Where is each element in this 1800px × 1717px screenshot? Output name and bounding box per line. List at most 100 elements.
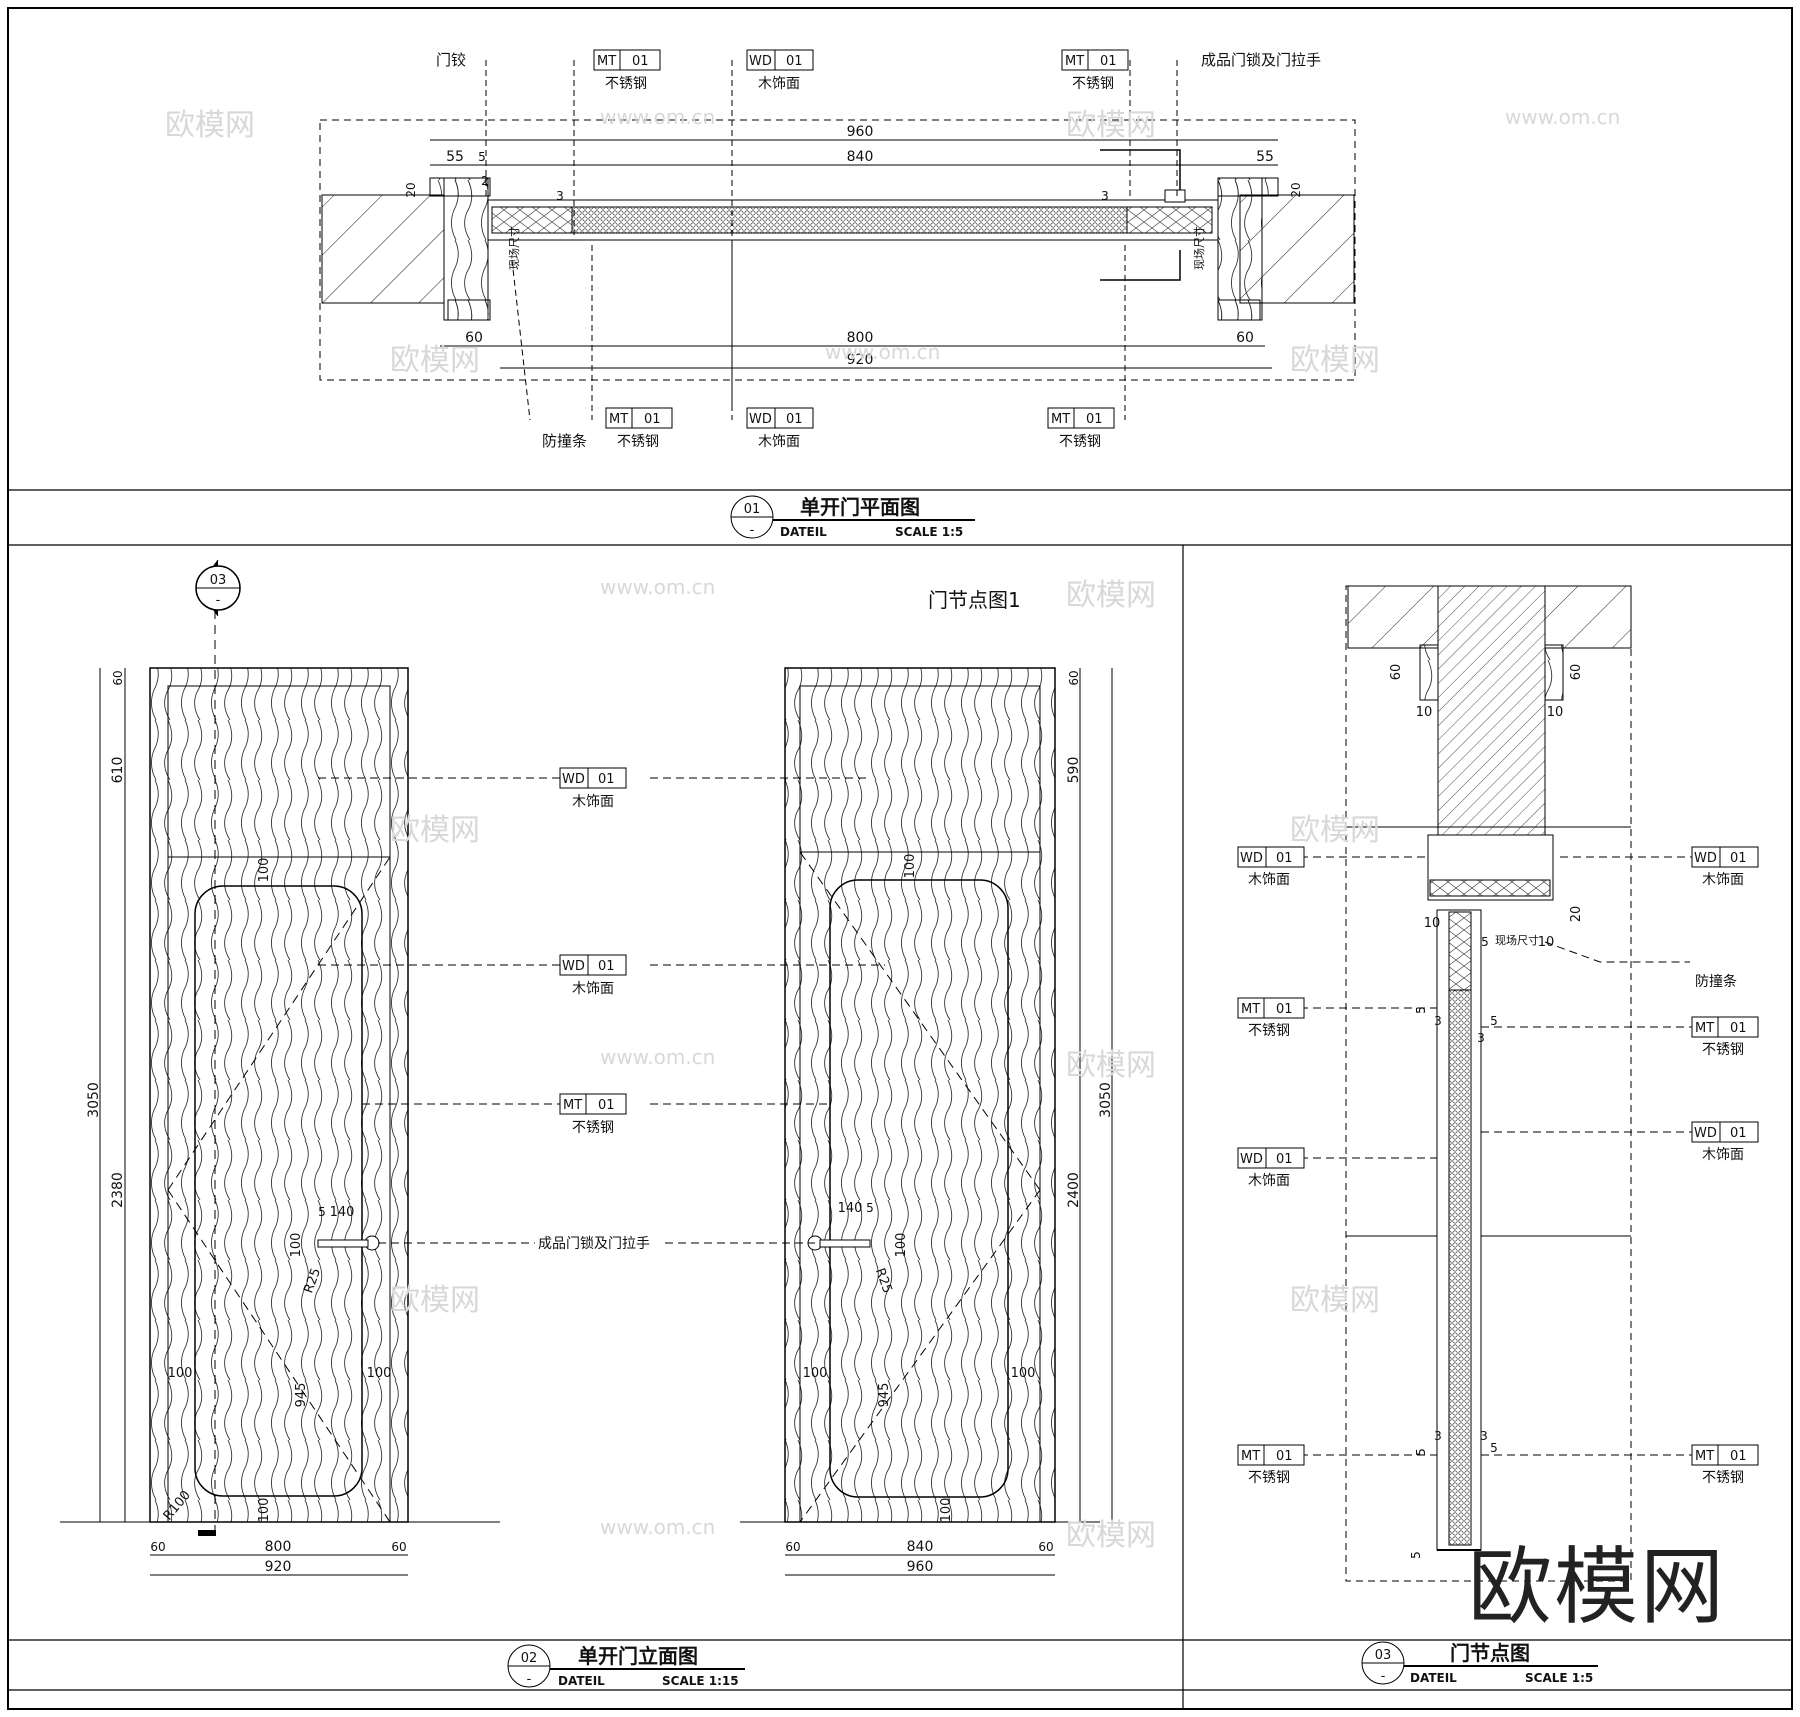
- ceiling-slab-right: [1544, 585, 1632, 649]
- bumper-label: 防撞条: [542, 432, 587, 450]
- door-stile-right: [1126, 206, 1213, 234]
- trim-right: [1544, 644, 1564, 701]
- node-boundary: [1345, 585, 1632, 1582]
- dim-text: 3: [1477, 1031, 1485, 1045]
- section-heading: 门节点图1: [928, 588, 1021, 612]
- svg-text:单开门平面图: 单开门平面图: [800, 495, 920, 519]
- dim-text: 3050: [1098, 1082, 1114, 1118]
- brand-logo: 欧模网: [1468, 1538, 1727, 1636]
- dim-text: 20: [1289, 182, 1303, 197]
- dim-text: 3: [1101, 189, 1109, 203]
- head-board: [1429, 879, 1551, 897]
- handle-bar: [819, 1239, 871, 1248]
- svg-text:SCALE 1:5: SCALE 1:5: [1525, 1671, 1593, 1685]
- dim-text: 5: [478, 150, 486, 164]
- svg-text:不锈钢: 不锈钢: [572, 1120, 614, 1136]
- door-stile-left: [491, 206, 573, 234]
- svg-text:不锈钢: 不锈钢: [1248, 1470, 1290, 1486]
- svg-text:木饰面: 木饰面: [572, 981, 614, 997]
- svg-text:MT: MT: [597, 54, 616, 69]
- lock-label: 成品门锁及门拉手: [1201, 51, 1321, 69]
- title-block-plan: 01 - 单开门平面图 DATEIL SCALE 1:5: [730, 495, 975, 539]
- svg-text:木饰面: 木饰面: [1248, 1173, 1290, 1189]
- dim-text: 60: [391, 1540, 406, 1554]
- plan-view-boundary: [319, 119, 1356, 381]
- svg-text:01: 01: [1276, 1449, 1293, 1464]
- svg-text:01: 01: [1276, 1002, 1293, 1017]
- wall-left: [321, 194, 445, 304]
- hinge-label: 门铰: [436, 51, 466, 69]
- svg-text:MT: MT: [563, 1098, 582, 1113]
- dim-text: 60: [1067, 670, 1081, 685]
- trim-left: [1419, 644, 1439, 701]
- dim-text: 100: [939, 1498, 954, 1523]
- svg-text:-: -: [216, 593, 221, 608]
- svg-text:不锈钢: 不锈钢: [1248, 1023, 1290, 1039]
- svg-text:木饰面: 木饰面: [758, 434, 800, 450]
- dim-text: 840: [847, 149, 874, 165]
- dim-text: 5: [1409, 1551, 1423, 1559]
- dim-text: 60: [1569, 664, 1584, 681]
- svg-text:SCALE 1:15: SCALE 1:15: [662, 1674, 739, 1688]
- svg-text:WD: WD: [1694, 851, 1717, 866]
- dim-text: 2380: [110, 1172, 126, 1208]
- dim-text: 590: [1066, 757, 1082, 784]
- svg-text:MT: MT: [1695, 1449, 1714, 1464]
- door-panel: [149, 667, 409, 1523]
- dim-text: 5: [1414, 1006, 1428, 1014]
- dim-text: 100: [168, 1366, 193, 1381]
- svg-text:单开门立面图: 单开门立面图: [578, 1644, 698, 1668]
- dim-text: 100: [367, 1366, 392, 1381]
- svg-text:WD: WD: [749, 54, 772, 69]
- dim-text: 55: [1256, 149, 1274, 165]
- svg-text:01: 01: [598, 1098, 615, 1113]
- svg-text:MT: MT: [1065, 54, 1084, 69]
- svg-text:DATEIL: DATEIL: [558, 1674, 605, 1688]
- dim-text: 800: [847, 330, 874, 346]
- svg-text:-: -: [1381, 1669, 1386, 1684]
- svg-text:MT: MT: [609, 412, 628, 427]
- svg-text:MT: MT: [1241, 1002, 1260, 1017]
- svg-text:01: 01: [632, 54, 649, 69]
- svg-text:01: 01: [786, 54, 803, 69]
- dim-text: 960: [907, 1559, 934, 1575]
- plan-view: 960 840 55 55 800 920 60 60 5 20 20 2 3 …: [319, 51, 1356, 450]
- dim-text: 800: [265, 1539, 292, 1555]
- inset-panel: [829, 879, 1009, 1498]
- swing-lines: [799, 851, 1041, 1523]
- dim-text: 5: [866, 1201, 874, 1215]
- svg-text:WD: WD: [1240, 851, 1263, 866]
- svg-text:DATEIL: DATEIL: [1410, 1671, 1457, 1685]
- svg-text:木饰面: 木饰面: [1702, 1147, 1744, 1163]
- svg-text:01: 01: [598, 959, 615, 974]
- elevation-right-door: 3050 590 2400 60 840 960 60 60 140 5 100…: [740, 667, 1114, 1576]
- dim-text: 3: [1434, 1429, 1442, 1443]
- svg-text:DATEIL: DATEIL: [780, 525, 827, 539]
- dim-text: 140: [838, 1201, 863, 1216]
- dim-text: 3: [1434, 1014, 1442, 1028]
- site-dimension-note: 现场尺寸: [1192, 226, 1206, 270]
- dim-text: 840: [907, 1539, 934, 1555]
- handle-outline: [1100, 149, 1181, 281]
- svg-text:-: -: [527, 1672, 532, 1687]
- dim-text: 100: [289, 1233, 304, 1258]
- door-core: [571, 206, 1128, 234]
- dim-text: 60: [465, 330, 483, 346]
- bumper-label: 防撞条: [1695, 973, 1737, 990]
- svg-text:01: 01: [598, 772, 615, 787]
- dim-text: 100: [1011, 1366, 1036, 1381]
- svg-text:WD: WD: [749, 412, 772, 427]
- lock-body: [1164, 189, 1186, 203]
- dim-text: 100: [894, 1233, 909, 1258]
- door-top-rail: [1448, 911, 1472, 991]
- section-marker: 03 -: [195, 559, 241, 617]
- dim-text: 10: [1547, 705, 1564, 720]
- node-leaders: [1300, 856, 1692, 1456]
- svg-text:不锈钢: 不锈钢: [1702, 1470, 1744, 1486]
- svg-text:WD: WD: [562, 959, 585, 974]
